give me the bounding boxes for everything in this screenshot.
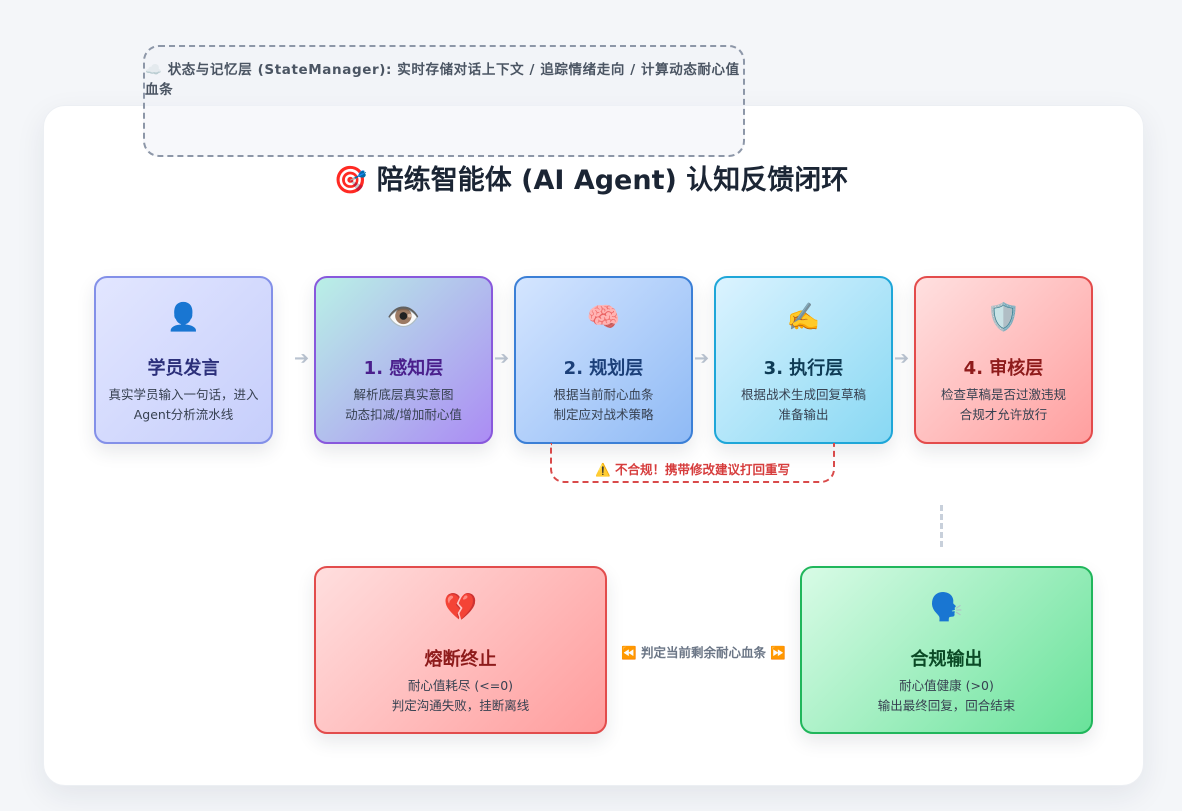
speaking-head-icon: 🗣️ — [929, 592, 964, 623]
node-title: 合规输出 — [910, 649, 983, 670]
node-perception-layer: 👁️ 1. 感知层 解析底层真实意图 动态扣减/增加耐心值 — [314, 276, 493, 444]
arrow-right-icon: ➔ — [294, 348, 310, 369]
patience-judge-label: ⏪ 判定当前剩余耐心血条 ⏩ — [621, 645, 786, 660]
node-description: 检查草稿是否过激违规 合规才允许放行 — [916, 385, 1091, 425]
node-title: 学员发言 — [147, 358, 220, 379]
reject-loop-label: ⚠️ 不合规！携带修改建议打回重写 — [595, 462, 790, 477]
node-execution-layer: ✍️ 3. 执行层 根据战术生成回复草稿 准备输出 — [714, 276, 893, 444]
user-icon: 👤 — [166, 302, 201, 333]
node-compliant-output: 🗣️ 合规输出 耐心值健康 (>0) 输出最终回复，回合结束 — [800, 566, 1093, 734]
node-desc-line: 根据当前耐心血条 — [553, 387, 654, 402]
node-desc-line: 判定沟通失败，挂断离线 — [391, 698, 530, 713]
writing-hand-icon: ✍️ — [786, 302, 821, 333]
node-title: 2. 规划层 — [563, 358, 644, 379]
node-desc-line: 合规才允许放行 — [959, 407, 1048, 422]
node-planning-layer: 🧠 2. 规划层 根据当前耐心血条 制定应对战术策略 — [514, 276, 693, 444]
node-circuit-break: 💔 熔断终止 耐心值耗尽 (<=0) 判定沟通失败，挂断离线 — [314, 566, 607, 734]
node-title: 1. 感知层 — [363, 358, 444, 379]
node-description: 根据战术生成回复草稿 准备输出 — [716, 385, 891, 425]
audit-to-output-connector — [940, 505, 943, 547]
node-desc-line: 输出最终回复，回合结束 — [877, 698, 1016, 713]
node-title: 3. 执行层 — [763, 358, 844, 379]
node-desc-line: 耐心值健康 (>0) — [899, 678, 994, 693]
node-desc-line: 真实学员输入一句话，进入 — [108, 387, 259, 402]
diagram-title: 🎯 陪练智能体 (AI Agent) 认知反馈闭环 — [333, 165, 849, 196]
node-desc-line: 制定应对战术策略 — [553, 407, 654, 422]
node-description: 耐心值耗尽 (<=0) 判定沟通失败，挂断离线 — [316, 676, 605, 716]
node-description: 根据当前耐心血条 制定应对战术策略 — [516, 385, 691, 425]
node-desc-line: 动态扣减/增加耐心值 — [345, 407, 462, 422]
node-title: 4. 审核层 — [963, 358, 1044, 379]
node-student-input: 👤 学员发言 真实学员输入一句话，进入 Agent分析流水线 — [94, 276, 273, 444]
node-title: 熔断终止 — [424, 649, 497, 670]
node-desc-line: 根据战术生成回复草稿 — [740, 387, 866, 402]
arrow-right-icon: ➔ — [694, 348, 710, 369]
node-description: 耐心值健康 (>0) 输出最终回复，回合结束 — [802, 676, 1091, 716]
node-desc-line: 准备输出 — [778, 407, 829, 422]
node-desc-line: Agent分析流水线 — [133, 407, 234, 422]
state-memory-layer-box — [143, 45, 745, 157]
node-desc-line: 耐心值耗尽 (<=0) — [407, 678, 514, 693]
node-desc-line: 解析底层真实意图 — [353, 387, 454, 402]
node-audit-layer: 🛡️ 4. 审核层 检查草稿是否过激违规 合规才允许放行 — [914, 276, 1093, 444]
node-description: 解析底层真实意图 动态扣减/增加耐心值 — [316, 385, 491, 425]
shield-icon: 🛡️ — [986, 302, 1021, 333]
brain-icon: 🧠 — [586, 302, 621, 333]
state-memory-layer-label: ☁️ 状态与记忆层 (StateManager): 实时存储对话上下文 / 追踪… — [145, 62, 740, 98]
reject-loop-connector — [550, 443, 835, 483]
arrow-right-icon: ➔ — [494, 348, 510, 369]
node-desc-line: 检查草稿是否过激违规 — [940, 387, 1066, 402]
eye-icon: 👁️ — [386, 302, 421, 333]
arrow-right-icon: ➔ — [894, 348, 910, 369]
node-description: 真实学员输入一句话，进入 Agent分析流水线 — [96, 385, 271, 425]
broken-heart-icon: 💔 — [443, 592, 478, 623]
